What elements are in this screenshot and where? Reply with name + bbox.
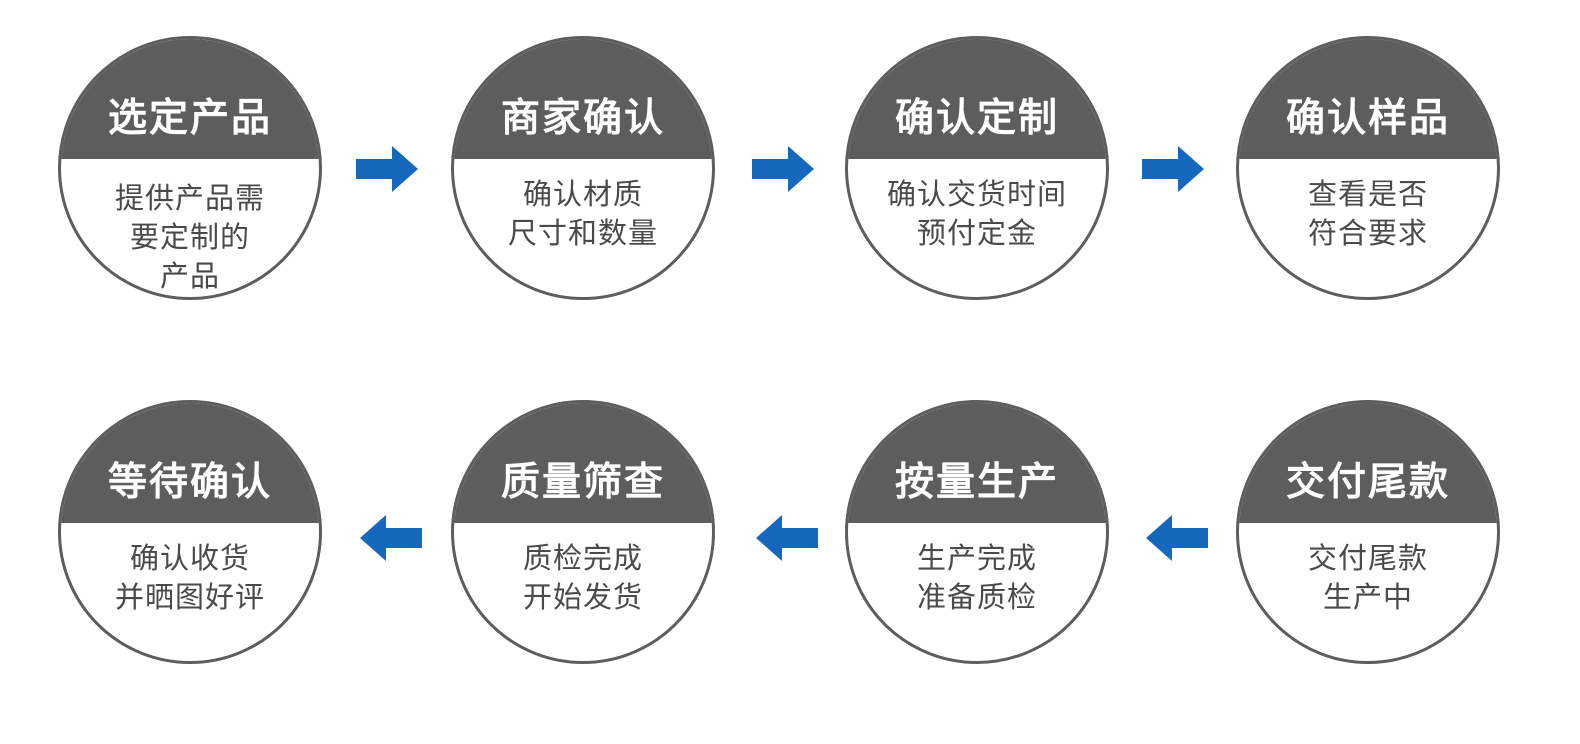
step-description: 确认收货 并晒图好评	[81, 539, 299, 617]
step-description-line: 产品	[159, 259, 220, 293]
arrow-shape	[356, 146, 418, 192]
step-description-line: 要定制的	[129, 220, 250, 254]
step-description-line: 查看是否	[1307, 177, 1428, 211]
step-header	[1239, 39, 1497, 159]
arrow-left-icon	[756, 515, 818, 561]
arrow-left-icon	[1146, 515, 1208, 561]
step-8-circle: 等待确认 确认收货 并晒图好评	[58, 400, 322, 664]
step-title: 选定产品	[107, 96, 272, 141]
step-description-line: 交付尾款	[1307, 541, 1428, 575]
step-title: 确认样品	[1285, 96, 1450, 141]
arrow-right-icon	[1142, 146, 1204, 192]
step-4-circle: 确认样品 查看是否 符合要求	[1236, 36, 1500, 300]
step-description: 确认材质 尺寸和数量	[474, 175, 692, 253]
step-7-circle: 质量筛查 质检完成 开始发货	[451, 400, 715, 664]
step-header	[454, 39, 712, 159]
step-description-line: 确认材质	[522, 177, 643, 211]
arrow-shape	[1146, 515, 1208, 561]
arrow-left-icon	[360, 515, 422, 561]
step-description: 交付尾款 生产中	[1259, 539, 1477, 617]
arrow-shape	[756, 515, 818, 561]
step-title: 等待确认	[107, 460, 272, 505]
step-header	[454, 403, 712, 523]
step-description: 查看是否 符合要求	[1259, 175, 1477, 253]
step-title: 质量筛查	[500, 460, 665, 505]
step-5-circle: 交付尾款 交付尾款 生产中	[1236, 400, 1500, 664]
step-title: 商家确认	[500, 96, 665, 141]
step-2-circle: 商家确认 确认材质 尺寸和数量	[451, 36, 715, 300]
step-description-line: 符合要求	[1307, 216, 1428, 250]
step-description: 生产完成 准备质检	[868, 539, 1086, 617]
step-header	[61, 39, 319, 159]
step-description-line: 并晒图好评	[114, 580, 265, 614]
step-description-line: 确认交货时间	[886, 177, 1067, 211]
step-description-line: 生产中	[1322, 580, 1413, 614]
step-title: 确认定制	[894, 96, 1059, 141]
step-description-line: 提供产品需	[114, 181, 265, 215]
arrow-right-icon	[752, 146, 814, 192]
step-title: 交付尾款	[1285, 460, 1450, 505]
step-3-circle: 确认定制 确认交货时间 预付定金	[845, 36, 1109, 300]
step-description: 质检完成 开始发货	[474, 539, 692, 617]
step-description-line: 确认收货	[129, 541, 250, 575]
step-header	[848, 39, 1106, 159]
step-header	[1239, 403, 1497, 523]
arrow-shape	[1142, 146, 1204, 192]
step-description-line: 尺寸和数量	[507, 216, 658, 250]
step-description-line: 预付定金	[916, 216, 1037, 250]
step-description-line: 质检完成	[522, 541, 643, 575]
step-description-line: 准备质检	[916, 580, 1037, 614]
step-description-line: 生产完成	[916, 541, 1037, 575]
arrow-shape	[360, 515, 422, 561]
step-header	[848, 403, 1106, 523]
step-description: 提供产品需 要定制的 产品	[81, 179, 299, 296]
step-title: 按量生产	[894, 460, 1059, 505]
arrow-shape	[752, 146, 814, 192]
arrow-right-icon	[356, 146, 418, 192]
step-description: 确认交货时间 预付定金	[868, 175, 1086, 253]
step-6-circle: 按量生产 生产完成 准备质检	[845, 400, 1109, 664]
step-description-line: 开始发货	[522, 580, 643, 614]
step-header	[61, 403, 319, 523]
step-1-circle: 选定产品 提供产品需 要定制的 产品	[58, 36, 322, 300]
